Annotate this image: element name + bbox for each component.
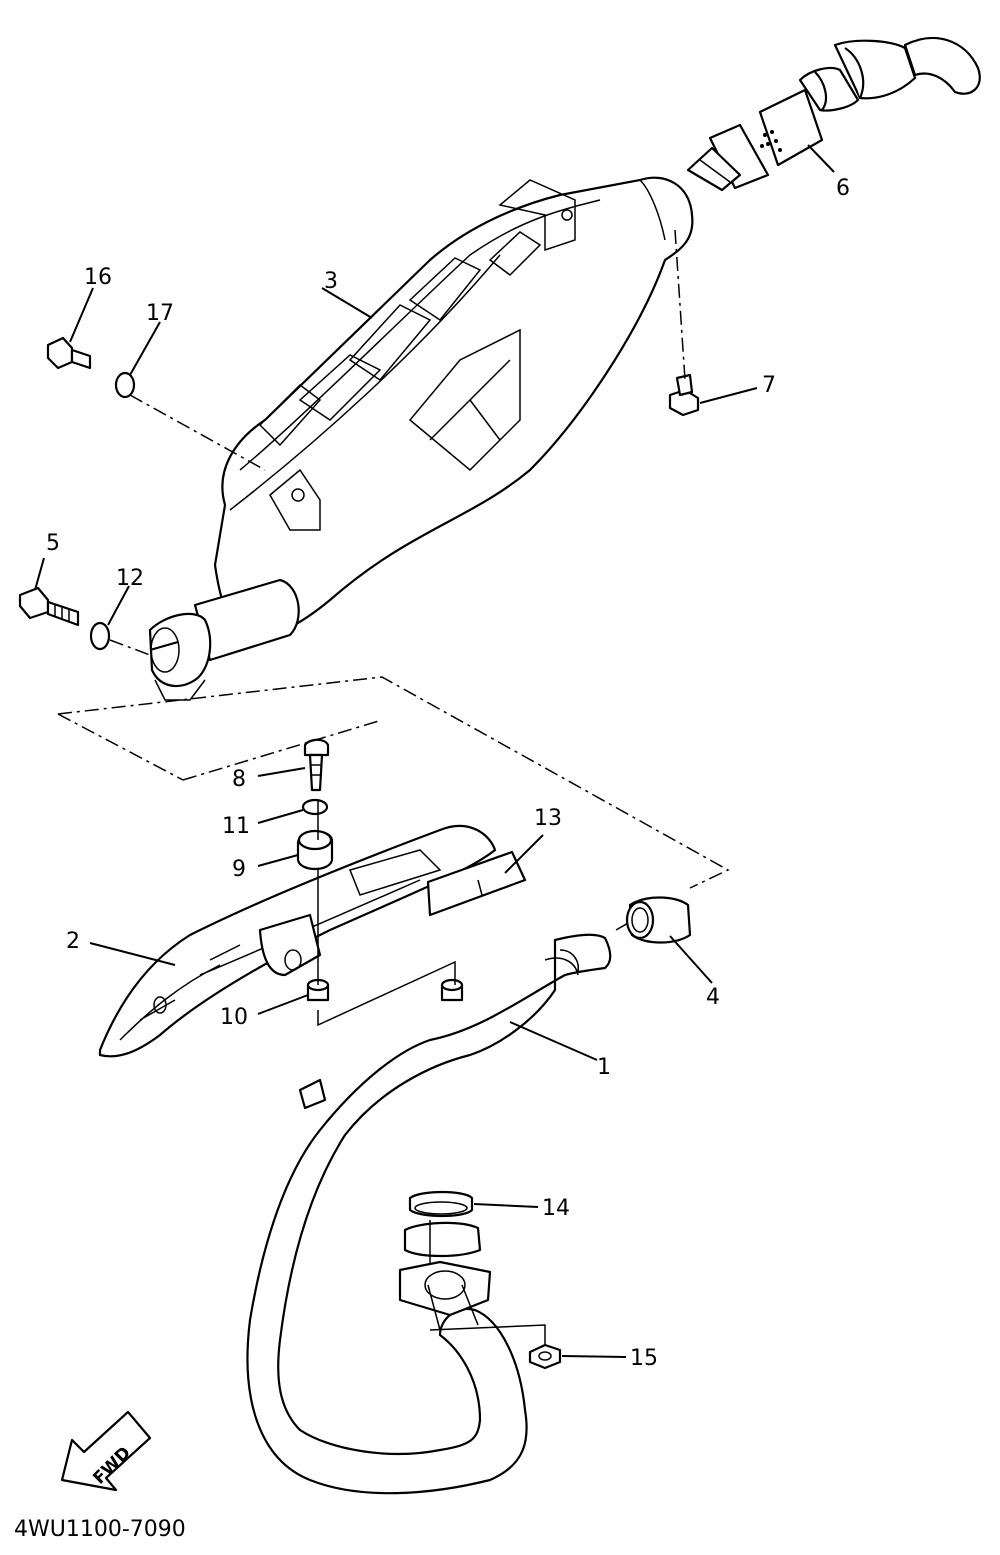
drawing-code: 4WU1100-7090: [14, 1517, 186, 1542]
callout-4: 4: [706, 985, 720, 1010]
gasket-part-14: [408, 1190, 474, 1218]
washer-part-11: [301, 798, 329, 816]
callout-13: 13: [534, 806, 562, 831]
callout-16: 16: [84, 265, 112, 290]
callout-12: 12: [116, 566, 144, 591]
callout-2: 2: [66, 929, 80, 954]
muffler-part-3: [148, 176, 694, 701]
washer-part-12: [89, 621, 111, 651]
callout-17: 17: [146, 301, 174, 326]
callout-6: 6: [836, 176, 850, 201]
bolt-part-16: [46, 336, 92, 370]
callout-1: 1: [597, 1055, 611, 1080]
nut-part-15: [528, 1343, 562, 1370]
callout-3: 3: [324, 269, 338, 294]
gasket-part-4: [625, 896, 692, 944]
callout-15: 15: [630, 1346, 658, 1371]
callout-9: 9: [232, 857, 246, 882]
tail-pipe-part-6: [686, 36, 981, 192]
label-part-13: [426, 850, 527, 917]
callout-7: 7: [762, 373, 776, 398]
collar-part-10b: [440, 978, 464, 1002]
screw-part-8: [303, 738, 330, 792]
bolt-part-7: [668, 373, 700, 417]
heat-protector-part-2: [98, 824, 497, 1058]
assembly-lines: [57, 229, 730, 1345]
washer-part-17: [114, 371, 136, 399]
callout-5: 5: [46, 531, 60, 556]
grommet-part-9: [296, 829, 334, 871]
bolt-part-5: [18, 586, 80, 627]
callout-11: 11: [222, 814, 250, 839]
callout-8: 8: [232, 767, 246, 792]
callout-10: 10: [220, 1005, 248, 1030]
leader-lines: [34, 144, 835, 1358]
callout-14: 14: [542, 1196, 570, 1221]
exhaust-pipe-part-1: [246, 933, 612, 1495]
fwd-arrow-icon: FWD: [60, 1410, 152, 1492]
